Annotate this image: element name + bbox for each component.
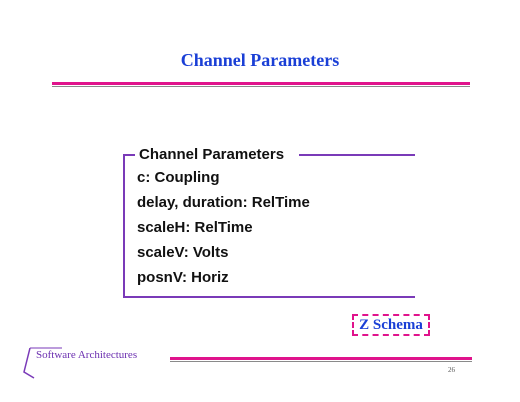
schema-top-hook — [123, 154, 135, 156]
z-schema-badge: Z Schema — [352, 314, 430, 336]
slide-title: Channel Parameters — [180, 50, 340, 70]
footer-logo-mark — [22, 346, 172, 380]
z-schema-box: Channel Parameters c: Coupling delay, du… — [123, 144, 415, 298]
footer-text: Software Architectures — [36, 349, 138, 361]
footer-divider-gray — [170, 361, 472, 362]
schema-left-line — [123, 156, 125, 298]
page-number: 26 — [448, 366, 455, 374]
title-divider-gray — [52, 86, 470, 87]
title-divider — [52, 82, 470, 88]
schema-declaration: posnV: Horiz — [137, 269, 229, 286]
schema-declaration: c: Coupling — [137, 169, 220, 186]
schema-top-line — [299, 154, 415, 156]
schema-declaration: scaleH: RelTime — [137, 219, 253, 236]
schema-bottom-line — [123, 296, 415, 298]
schema-declaration: delay, duration: RelTime — [137, 194, 310, 211]
title-divider-pink — [52, 82, 470, 85]
schema-declaration: scaleV: Volts — [137, 244, 229, 261]
footer-divider-pink — [170, 357, 472, 360]
footer-divider — [170, 357, 472, 363]
schema-name: Channel Parameters — [139, 146, 285, 163]
footer-bracket-icon — [23, 347, 62, 379]
